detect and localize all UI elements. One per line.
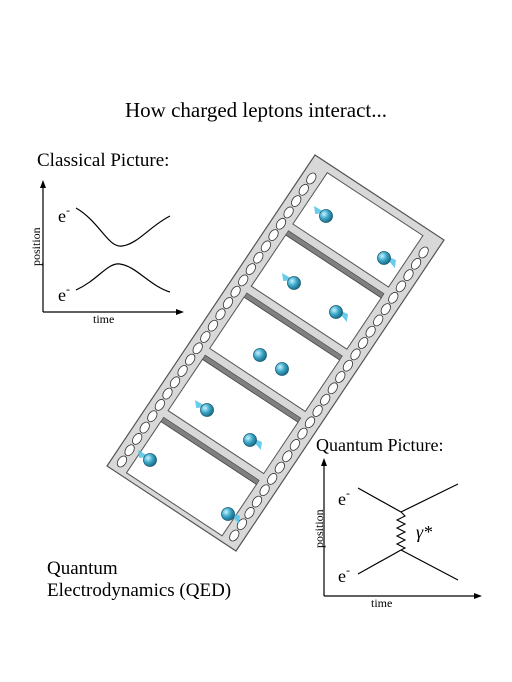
lepton-ball: [221, 507, 235, 521]
classical-plot: e- e- time position: [29, 180, 184, 326]
lepton-ball: [253, 348, 267, 362]
sprocket-hole: [418, 246, 429, 259]
sprocket-hole: [365, 325, 376, 338]
sprocket-hole: [229, 529, 240, 542]
quantum-top-outgoing-line: [400, 483, 459, 513]
sprocket-hole: [350, 348, 361, 361]
lepton-ball: [377, 251, 391, 265]
page-title: How charged leptons interact...: [124, 98, 388, 122]
quantum-y-arrow: [321, 458, 327, 466]
quantum-top-electron: e-: [338, 486, 350, 509]
quantum-plot: e- e- γ* time position: [312, 458, 482, 610]
sprocket-hole: [162, 387, 173, 400]
sprocket-hole: [297, 427, 308, 440]
sprocket-hole: [357, 337, 369, 349]
frame-divider: [202, 354, 302, 423]
sprocket-hole: [312, 405, 323, 417]
sprocket-hole: [230, 285, 241, 298]
lepton-particles: [138, 206, 396, 524]
sprocket-hole: [185, 353, 196, 366]
sprocket-hole: [327, 382, 338, 395]
sprocket-hole: [388, 291, 399, 304]
sprocket-hole: [291, 195, 302, 207]
sprocket-hole: [320, 393, 331, 406]
sprocket-hole: [177, 365, 188, 377]
sprocket-hole: [116, 455, 128, 468]
classical-y-label: position: [29, 227, 43, 266]
sprocket-hole: [260, 240, 272, 253]
quantum-top-incoming-line: [357, 487, 402, 513]
lepton-ball: [200, 403, 214, 417]
quantum-bottom-incoming-line: [357, 549, 402, 575]
sprocket-hole: [253, 251, 264, 264]
lepton-ball: [243, 433, 257, 447]
sprocket-hole: [222, 297, 234, 309]
quantum-bottom-outgoing-line: [400, 549, 459, 581]
frame-dividers: [160, 230, 385, 485]
sprocket-holes: [116, 172, 429, 542]
sprocket-hole: [169, 376, 181, 389]
classical-picture-heading: Classical Picture:: [37, 150, 170, 171]
sprocket-hole: [124, 444, 135, 457]
lepton-ball: [329, 305, 343, 319]
film-strip: [106, 154, 445, 552]
sprocket-hole: [192, 342, 203, 355]
classical-x-arrow: [176, 309, 184, 315]
frame-divider: [243, 292, 343, 361]
sprocket-hole: [207, 319, 219, 332]
sprocket-hole: [380, 303, 391, 315]
sprocket-hole: [238, 274, 249, 287]
frame-divider: [285, 230, 385, 299]
sprocket-hole: [342, 359, 354, 372]
frame-divider: [160, 416, 260, 485]
lepton-ball: [275, 362, 289, 376]
qed-label-line2: Electrodynamics (QED): [47, 580, 232, 601]
sprocket-hole: [259, 484, 270, 497]
sprocket-hole: [289, 439, 301, 451]
sprocket-hole: [298, 183, 309, 196]
sprocket-hole: [304, 416, 316, 429]
sprocket-hole: [251, 495, 263, 508]
sprocket-hole: [410, 257, 422, 270]
sprocket-hole: [245, 263, 256, 275]
classical-top-electron: e-: [58, 203, 70, 226]
lepton-ball: [287, 276, 301, 290]
sprocket-hole: [395, 280, 407, 293]
quantum-picture-heading: Quantum Picture:: [316, 435, 444, 455]
quantum-x-label: time: [371, 596, 392, 610]
sprocket-hole: [147, 410, 158, 423]
sprocket-hole: [282, 450, 293, 463]
classical-bottom-electron: e-: [58, 282, 70, 305]
quantum-bottom-electron: e-: [338, 563, 350, 586]
qed-label-line1: Quantum: [47, 558, 118, 579]
classical-x-label: time: [93, 312, 114, 326]
classical-bottom-trajectory: [75, 263, 171, 293]
sprocket-hole: [268, 229, 279, 241]
sprocket-hole: [306, 172, 317, 185]
sprocket-hole: [373, 314, 384, 327]
quantum-y-label: position: [312, 509, 326, 548]
sprocket-hole: [200, 331, 211, 343]
sprocket-hole: [244, 507, 255, 519]
sprocket-hole: [154, 399, 166, 411]
classical-y-arrow: [40, 180, 46, 188]
classical-top-trajectory: [75, 207, 171, 247]
sprocket-hole: [267, 473, 278, 485]
lepton-ball: [319, 209, 333, 223]
sprocket-hole: [275, 217, 287, 230]
virtual-photon-wavy-line: [395, 511, 407, 551]
sprocket-hole: [215, 308, 226, 321]
sprocket-hole: [139, 421, 150, 434]
virtual-photon-label: γ*: [416, 522, 432, 542]
sprocket-hole: [132, 433, 143, 445]
quantum-x-arrow: [474, 593, 482, 599]
sprocket-hole: [274, 461, 285, 474]
sprocket-hole: [283, 206, 294, 219]
sprocket-hole: [335, 371, 346, 383]
film-frames: [125, 172, 424, 537]
sprocket-hole: [403, 269, 414, 281]
lepton-ball: [143, 453, 157, 467]
